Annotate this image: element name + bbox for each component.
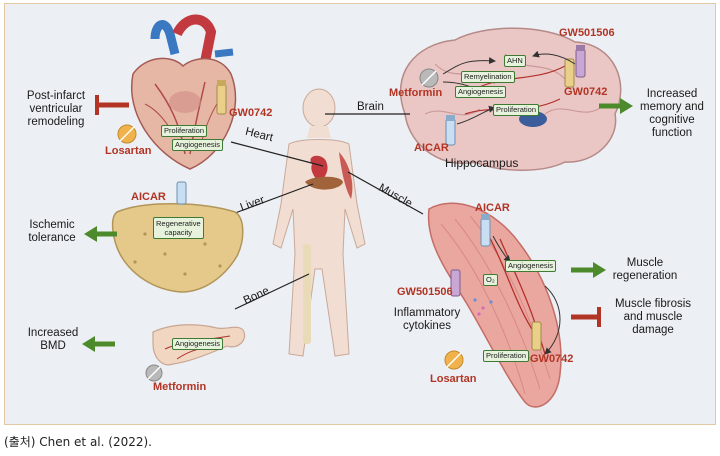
muscle-regen-line-2: regeneration [612, 270, 678, 282]
aicar-vial-muscle [480, 214, 491, 247]
bone-outcome-arrow [82, 336, 115, 352]
human-body-silhouette [272, 88, 366, 357]
liver-box-line-1: Regenerative [156, 219, 201, 228]
muscle-regeneration-text: Muscle regeneration [605, 257, 685, 283]
heart-angiogenesis-box: Angiogenesis [172, 139, 224, 152]
muscle-fibrosis-inhibition-arrow [571, 307, 601, 327]
muscle-proliferation-box: Proliferation [483, 350, 530, 363]
heart-proliferation-box: Proliferation [161, 125, 208, 138]
losartan-label-muscle: Losartan [430, 373, 477, 385]
metformin-label-bone: Metformin [153, 381, 207, 393]
gw0742-vial-brain [564, 58, 575, 88]
inflammatory-cytokines-text: Inflammatory cytokines [385, 307, 469, 333]
heart-inhibition-arrow [95, 95, 129, 115]
gw0742-vial-muscle [531, 321, 542, 351]
brain-ahn-box: AHN [504, 55, 526, 68]
liver-box-line-2: capacity [164, 228, 193, 237]
muscle-angiogenesis-box: Angiogenesis [505, 260, 557, 273]
aicar-label-muscle: AICAR [475, 202, 510, 214]
losartan-pill-muscle [444, 350, 464, 370]
heart-outcome-line-2: ventricular [29, 103, 83, 115]
heart-connector-line [230, 141, 324, 167]
heart-outcome-line-3: remodeling [27, 116, 85, 128]
gw0742-label-muscle: GW0742 [530, 353, 574, 365]
cytokines-line-2: cytokines [403, 320, 451, 332]
gw0742-vial-heart [216, 80, 227, 115]
brain-outcome-line-2: memory and [640, 101, 704, 113]
losartan-label-heart: Losartan [105, 145, 152, 157]
brain-label: Brain [357, 101, 384, 113]
liver-illustration [111, 203, 244, 293]
liver-outcome-line-2: tolerance [28, 232, 76, 244]
brain-outcome-line-4: function [651, 127, 693, 139]
brain-outcome-line-1: Increased [646, 88, 698, 100]
bone-angiogenesis-box: Angiogenesis [172, 338, 224, 351]
liver-outcome-line-1: Ischemic [29, 219, 75, 231]
brain-outcome-arrow [599, 98, 633, 114]
illustration-layer [82, 14, 633, 408]
muscle-connector-line [347, 171, 424, 215]
gw0742-label-heart: GW0742 [229, 107, 273, 119]
brain-remyelination-box: Remyelination [461, 71, 515, 84]
liver-outcome-arrow [84, 226, 117, 242]
muscle-o2-box: O₂ [483, 274, 498, 287]
muscle-regen-line-1: Muscle [626, 257, 664, 269]
muscle-regeneration-arrow [571, 262, 606, 278]
gw501506-label-muscle: GW501506 [397, 286, 453, 298]
muscle-fibrosis-line-1: Muscle fibrosis [614, 298, 692, 310]
liver-outcome-text: Ischemic tolerance [21, 219, 83, 245]
gw501506-label-brain: GW501506 [559, 27, 615, 39]
bone-outcome-line-1: Increased [27, 327, 79, 339]
hippocampus-label: Hippocampus [445, 156, 519, 170]
citation-text: (출처) Chen et al. (2022). [4, 435, 152, 449]
figure-panel: Post-infarct ventricular remodeling Losa… [4, 3, 716, 425]
gw501506-vial-muscle [450, 269, 461, 297]
bone-connector-line [234, 273, 310, 310]
aicar-label-brain: AICAR [414, 142, 449, 154]
metformin-pill-brain [419, 68, 439, 88]
metformin-pill-bone [145, 364, 163, 382]
muscle-fibrosis-text: Muscle fibrosis and muscle damage [605, 298, 701, 337]
heart-outcome-line-1: Post-infarct [26, 90, 86, 102]
gw0742-label-brain: GW0742 [564, 86, 608, 98]
heart-outcome-text: Post-infarct ventricular remodeling [19, 90, 93, 129]
brain-proliferation-box: Proliferation [493, 104, 540, 117]
metformin-label-brain: Metformin [389, 87, 443, 99]
muscle-fibrosis-line-2: and muscle [623, 311, 683, 323]
brain-outcome-line-3: cognitive [649, 114, 695, 126]
aicar-label-liver: AICAR [131, 191, 166, 203]
brain-outcome-text: Increased memory and cognitive function [631, 88, 713, 140]
bone-outcome-text: Increased BMD [23, 327, 83, 353]
cytokines-line-1: Inflammatory [393, 307, 461, 319]
bone-outcome-line-2: BMD [40, 340, 66, 352]
muscle-fibrosis-line-3: damage [632, 324, 674, 336]
brain-angiogenesis-box: Angiogenesis [455, 86, 507, 99]
aicar-vial-liver [176, 181, 187, 205]
aicar-vial-brain [445, 115, 456, 146]
gw501506-vial-brain [575, 45, 586, 78]
losartan-pill-heart [117, 124, 137, 144]
liver-connector-line [226, 183, 314, 217]
liver-regenerative-box: Regenerative capacity [153, 217, 204, 239]
